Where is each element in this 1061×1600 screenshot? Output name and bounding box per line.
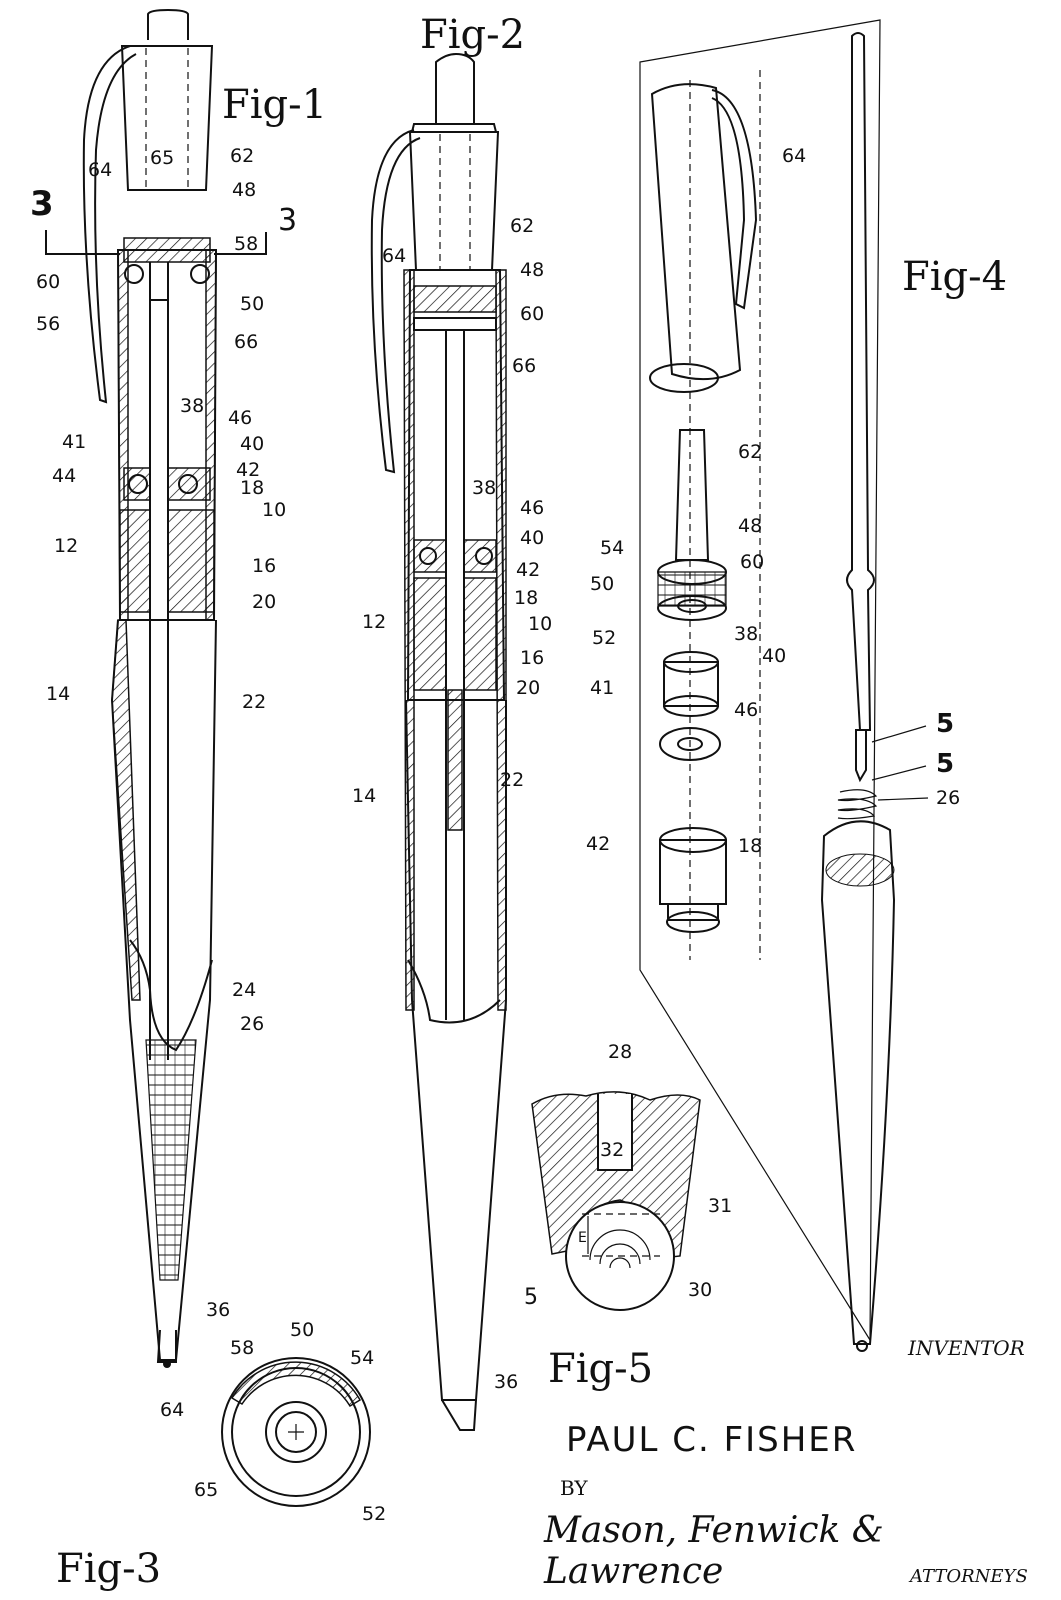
by-label: BY <box>560 1476 588 1500</box>
fig5-label: Fig-5 <box>548 1346 653 1392</box>
fig5-ref: 32 <box>600 1139 624 1161</box>
fig3-ref: 58 <box>230 1337 254 1359</box>
fig3-ref: 64 <box>160 1399 184 1421</box>
fig1-ref: 58 <box>234 233 258 255</box>
fig5-ref: 28 <box>608 1041 632 1063</box>
fig2-ref: 20 <box>516 677 540 699</box>
fig4-ref: 42 <box>586 833 610 855</box>
fig1-ref: 3 <box>30 184 54 224</box>
fig4-ref: 48 <box>738 515 762 537</box>
fig3-ref: 50 <box>290 1319 314 1341</box>
fig1-ref: 56 <box>36 313 60 335</box>
fig2-label: Fig-2 <box>420 12 525 58</box>
fig1-ref: 14 <box>46 683 70 705</box>
fig1-ref: 12 <box>54 535 78 557</box>
fig5-ref: 5 <box>524 1285 538 1310</box>
fig5-ref: E <box>578 1230 587 1246</box>
fig1-ref: 48 <box>232 179 256 201</box>
fig1-ref: 41 <box>62 431 86 453</box>
fig4-ref: 5 <box>936 749 954 779</box>
fig1-ref: 62 <box>230 145 254 167</box>
fig4-ref: 54 <box>600 537 624 559</box>
fig4-ref: 50 <box>590 573 614 595</box>
fig1-ref: 20 <box>252 591 276 613</box>
fig4-ref: 60 <box>740 551 764 573</box>
fig4-ref: 52 <box>592 627 616 649</box>
fig4-ref: 40 <box>762 645 786 667</box>
fig3-labels: 58 50 54 64 65 52 Fig-3 <box>56 1319 386 1592</box>
fig5-ref: 31 <box>708 1195 732 1217</box>
fig1-ref: 38 <box>180 395 204 417</box>
fig2-ref: 60 <box>520 303 544 325</box>
fig4-labels: 64 Fig-4 62 54 48 60 50 52 38 40 41 46 4… <box>586 145 1007 857</box>
fig1-ref: 60 <box>36 271 60 293</box>
fig2-ref: 38 <box>472 477 496 499</box>
fig1-ref: 46 <box>228 407 252 429</box>
inventor-name: PAUL C. FISHER <box>566 1420 857 1460</box>
fig1-ref: 40 <box>240 433 264 455</box>
attorneys-label: ATTORNEYS <box>910 1566 1028 1587</box>
fig5-tip-detail <box>532 1092 700 1310</box>
fig4-ref: 38 <box>734 623 758 645</box>
fig1-ref: 10 <box>262 499 286 521</box>
fig4-ref: 62 <box>738 441 762 463</box>
fig3-ref: 65 <box>194 1479 218 1501</box>
fig1-ref: 3 <box>278 203 297 238</box>
fig4-ref: 64 <box>782 145 806 167</box>
fig1-ref: 18 <box>240 477 264 499</box>
fig2-ref: 40 <box>520 527 544 549</box>
fig2-ref: 36 <box>494 1371 518 1393</box>
fig2-ref: 42 <box>516 559 540 581</box>
fig3-ref: 54 <box>350 1347 374 1369</box>
fig2-ref: 48 <box>520 259 544 281</box>
fig5-ref: 30 <box>688 1279 712 1301</box>
fig3-cross-section <box>222 1358 370 1506</box>
fig4-label: Fig-4 <box>902 254 1007 300</box>
fig2-ref: 22 <box>500 769 524 791</box>
fig1-pen-drawing <box>46 10 266 1368</box>
fig1-ref: 26 <box>240 1013 264 1035</box>
fig2-ref: 66 <box>512 355 536 377</box>
fig1-ref: 22 <box>242 691 266 713</box>
fig2-ref: 10 <box>528 613 552 635</box>
fig1-label: Fig-1 <box>222 82 327 128</box>
fig2-ref: 46 <box>520 497 544 519</box>
fig1-ref: 65 <box>150 147 174 169</box>
fig4-ref: 41 <box>590 677 614 699</box>
fig2-ref: 64 <box>382 245 406 267</box>
fig3-ref: 52 <box>362 1503 386 1525</box>
fig1-ref: 50 <box>240 293 264 315</box>
fig2-ref: 62 <box>510 215 534 237</box>
fig2-ref: 14 <box>352 785 376 807</box>
fig2-ref: 12 <box>362 611 386 633</box>
fig4-ref: 18 <box>738 835 762 857</box>
fig1-ref: 66 <box>234 331 258 353</box>
fig2-ref: 16 <box>520 647 544 669</box>
fig1-ref: 36 <box>206 1299 230 1321</box>
fig3-label: Fig-3 <box>56 1546 161 1592</box>
fig4-ref: 46 <box>734 699 758 721</box>
inventor-heading: INVENTOR <box>908 1336 1025 1360</box>
fig1-ref: 44 <box>52 465 76 487</box>
fig2-ref: 18 <box>514 587 538 609</box>
fig4-ref: 26 <box>936 787 960 809</box>
fig4-ref: 5 <box>936 709 954 739</box>
fig1-ref: 64 <box>88 159 112 181</box>
fig1-ref: 16 <box>252 555 276 577</box>
fig1-ref: 24 <box>232 979 256 1001</box>
